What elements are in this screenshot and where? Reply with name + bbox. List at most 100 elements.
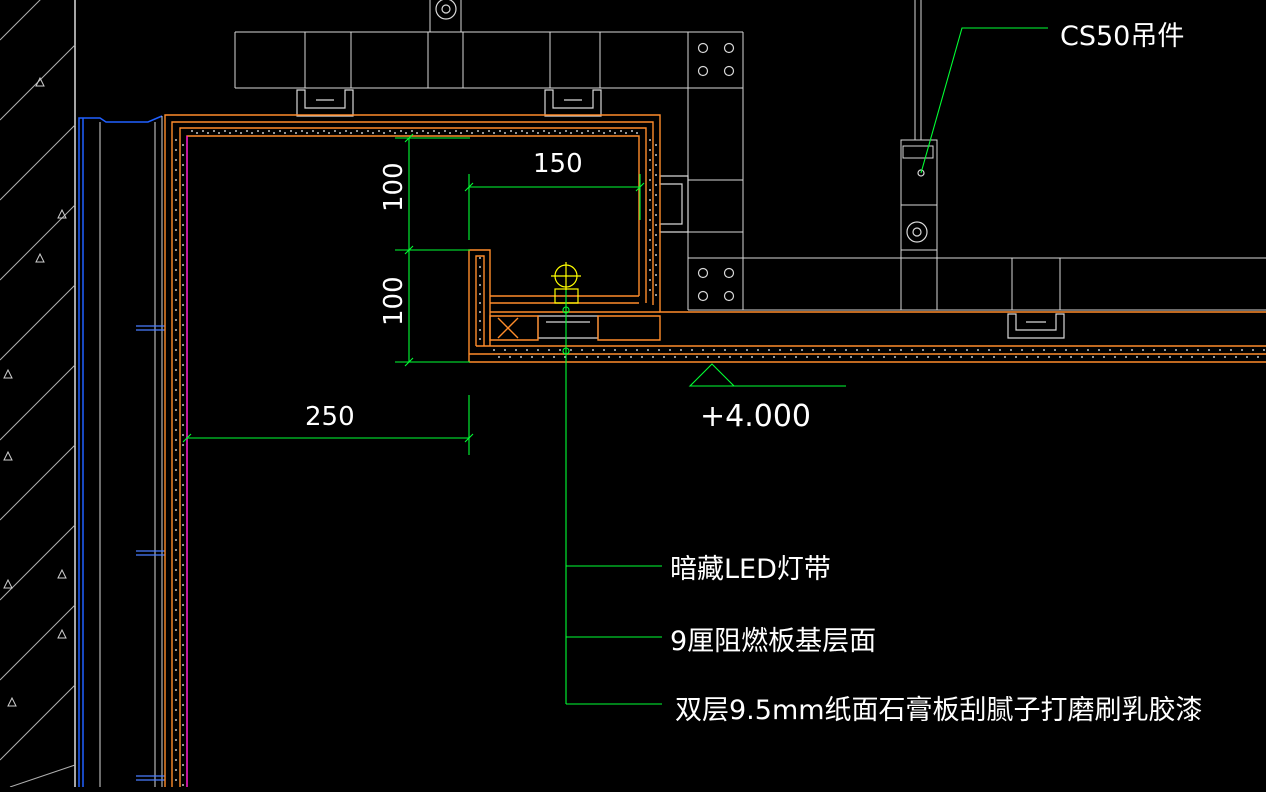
board-dot	[182, 684, 184, 686]
board-dot	[955, 349, 957, 351]
board-dot	[182, 744, 184, 746]
board-dot	[1136, 356, 1138, 358]
board-dot	[977, 349, 979, 351]
board-dot	[175, 689, 177, 691]
board-dot	[182, 584, 184, 586]
board-dot	[175, 659, 177, 661]
board-dot	[182, 634, 184, 636]
board-dot	[636, 132, 638, 134]
board-dot	[609, 130, 611, 132]
board-dot	[543, 130, 545, 132]
board-dot	[1153, 349, 1155, 351]
board-dot	[916, 356, 918, 358]
board-dot	[713, 349, 715, 351]
board-dot	[479, 320, 481, 322]
board-dot	[548, 132, 550, 134]
board-dot	[175, 379, 177, 381]
board-dot	[182, 354, 184, 356]
board-dot	[757, 349, 759, 351]
base-board-label: 9厘阻燃板基层面	[670, 626, 876, 657]
board-dot	[182, 664, 184, 666]
board-dot	[400, 130, 402, 132]
board-dot	[182, 174, 184, 176]
board-dot	[182, 394, 184, 396]
board-dot	[655, 274, 657, 276]
board-dot	[182, 514, 184, 516]
board-dot	[597, 356, 599, 358]
board-dot	[175, 219, 177, 221]
board-dot	[625, 132, 627, 134]
board-dot	[175, 569, 177, 571]
board-dot	[625, 349, 627, 351]
board-dot	[175, 699, 177, 701]
board-dot	[175, 389, 177, 391]
board-dot	[182, 414, 184, 416]
board-dot	[1224, 356, 1226, 358]
board-dot	[182, 334, 184, 336]
board-dot	[565, 130, 567, 132]
wall-framing-lines	[99, 116, 163, 787]
board-dot	[1103, 356, 1105, 358]
board-dot	[175, 329, 177, 331]
board-dot	[240, 132, 242, 134]
board-dot	[575, 356, 577, 358]
board-dot	[1197, 349, 1199, 351]
board-dot	[999, 349, 1001, 351]
board-dot	[554, 130, 556, 132]
board-dot	[182, 284, 184, 286]
board-dot	[449, 132, 451, 134]
board-dot	[175, 619, 177, 621]
board-dot	[182, 764, 184, 766]
board-dot	[520, 356, 522, 358]
board-dot	[175, 399, 177, 401]
board-dot	[576, 130, 578, 132]
board-dot	[655, 294, 657, 296]
board-dot	[927, 356, 929, 358]
board-dot	[383, 132, 385, 134]
board-dot	[839, 356, 841, 358]
board-dot	[1175, 349, 1177, 351]
board-dot	[479, 311, 481, 313]
board-dot	[389, 130, 391, 132]
board-dot	[620, 130, 622, 132]
board-dot	[724, 349, 726, 351]
board-dot	[175, 429, 177, 431]
board-dot	[598, 130, 600, 132]
board-dot	[608, 356, 610, 358]
board-dot	[812, 349, 814, 351]
board-dot	[655, 214, 657, 216]
board-dot	[1263, 349, 1265, 351]
board-dot	[175, 149, 177, 151]
board-dot	[515, 349, 517, 351]
board-dot	[345, 130, 347, 132]
board-dot	[175, 599, 177, 601]
board-dot	[531, 356, 533, 358]
board-dot	[175, 589, 177, 591]
board-dot	[1092, 356, 1094, 358]
board-dot	[655, 164, 657, 166]
board-dot	[655, 264, 657, 266]
board-dot	[182, 154, 184, 156]
board-dot	[636, 349, 638, 351]
board-dot	[1246, 356, 1248, 358]
board-dot	[966, 349, 968, 351]
board-dot	[479, 266, 481, 268]
board-dot	[175, 139, 177, 141]
board-dot	[649, 249, 651, 251]
board-dot	[182, 534, 184, 536]
board-dot	[279, 130, 281, 132]
board-dot	[1021, 349, 1023, 351]
board-dot	[499, 130, 501, 132]
board-dot	[207, 132, 209, 134]
board-dot	[592, 132, 594, 134]
board-dot	[691, 349, 693, 351]
wall-aggregate-marks	[3, 76, 67, 707]
board-dot	[526, 349, 528, 351]
board-dot	[905, 356, 907, 358]
board-dot	[559, 349, 561, 351]
board-dot	[493, 132, 495, 134]
board-dot	[911, 349, 913, 351]
board-dot	[655, 224, 657, 226]
